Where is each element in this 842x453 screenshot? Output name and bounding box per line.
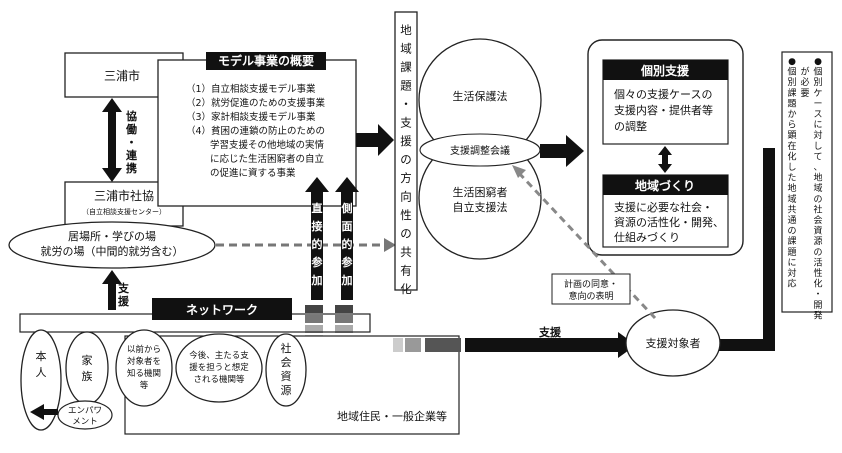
model-item: に応じた生活困窮者の自立 (210, 153, 324, 165)
model-item: （4）貧困の連鎖の防止のための (186, 125, 325, 137)
known-org-line: 以前から (127, 344, 161, 355)
empowerment-arrow (30, 404, 58, 420)
chiiki-line: 資源の活性化・開発、 (614, 215, 724, 229)
right-note-line: が必要 (800, 57, 809, 99)
shakai-shigen-label: 社会資源 (281, 341, 292, 397)
gradient-step (305, 305, 323, 313)
chokusetsu-arrow (305, 177, 329, 300)
honnin-ellipse (20, 329, 62, 431)
future-org-ellipse (175, 333, 263, 403)
chiiki-jumin-label: 地域住民・一般企業等 (337, 409, 447, 423)
ibasho-line2: 就労の場（中間的就労含む） (41, 244, 184, 258)
gradient-step (305, 315, 323, 323)
kobetsu-header: 個別支援 (640, 63, 690, 78)
ibasho-line1: 居場所・学びの場 (68, 229, 156, 243)
city-label: 三浦市 (104, 68, 140, 83)
doui-arrowhead (512, 165, 526, 178)
ibasho-ellipse (8, 221, 216, 269)
ibasho-arrowhead (384, 238, 396, 252)
kazoku-ellipse (65, 331, 109, 405)
model-item: （1）自立相談支援モデル事業 (186, 83, 316, 95)
chiiki-header: 地域づくり (635, 178, 695, 193)
empowerment-line: エンパワ (68, 406, 102, 416)
center-to-right-arrow (540, 135, 584, 167)
sokumen-arrow (335, 177, 359, 300)
future-org-line: 今後、主たる支 (189, 350, 249, 361)
taishosha-label: 支援対象者 (646, 336, 701, 350)
gradient-step (425, 338, 461, 352)
shien-right-label: 支援 (763, 204, 776, 233)
future-org-line: される機関等 (193, 374, 245, 385)
kobetsu-line: の調整 (614, 119, 647, 133)
council-name: 三浦市社協 (94, 188, 154, 203)
model-header-bg (206, 52, 326, 70)
vertical-box-label: 地域課題・支援の方向性の共有化 (400, 23, 412, 296)
chiiki-line: 支援に必要な社会・ (614, 200, 713, 214)
kobetsu-header-bg (603, 60, 728, 80)
honnin-label: 本人 (36, 349, 47, 379)
model-box (157, 59, 357, 207)
model-items: （1）自立相談支援モデル事業 （2）就労促進のための支援事業 （3）家計相談支援… (186, 83, 326, 179)
chokusetsu-label: 直接的参加 (311, 201, 324, 287)
right-note-box (781, 51, 833, 313)
kyodo-arrow (102, 98, 122, 182)
shien-bottom-arrow (465, 332, 636, 358)
kobetsu-chiiki-arrow (658, 146, 672, 173)
known-org-line: 知る機関 (127, 368, 161, 379)
known-org-ellipse (115, 329, 173, 407)
model-item: 学習支援その他地域の実情 (210, 139, 325, 151)
empowerment-line: メント (72, 417, 98, 427)
gradient-step (305, 325, 323, 333)
shakai-shigen-ellipse (265, 333, 307, 407)
gradient-step (393, 338, 403, 352)
future-org-line: 援を担うと想定 (189, 362, 249, 373)
doui-dashed-arrow (516, 170, 657, 320)
shien-left-label: 支援 (117, 281, 130, 308)
model-header: モデル事業の概要 (218, 53, 314, 68)
kyodo-label: 協働・連携 (125, 109, 138, 175)
empowerment-ellipse (57, 400, 113, 430)
chiiki-header-bg (603, 175, 728, 195)
chiiki-line: 仕組みづくり (614, 231, 680, 244)
right-note-line: ●個別課題から顕在化した地域共通の課題に対応 (787, 57, 796, 290)
taishosha-ellipse (625, 309, 721, 377)
doui-line: 計画の同意・ (564, 278, 618, 290)
model-item: （3）家計相談支援モデル事業 (186, 111, 316, 123)
model-item: （2）就労促進のための支援事業 (186, 97, 326, 109)
gradient-step (405, 338, 421, 352)
gradient-step (335, 305, 353, 313)
model-to-center-arrow (356, 124, 394, 156)
doui-box (551, 273, 631, 305)
right-note-line: ●個別ケースに対して、地域の社会資源の活性化・開発 (813, 57, 822, 321)
vertical-box (394, 11, 418, 291)
shien-left-arrow (102, 270, 122, 310)
shien-bottom-label: 支援 (538, 325, 562, 339)
known-org-line: 等 (140, 380, 149, 391)
kobetsu-line: 支援内容・提供者等 (614, 103, 713, 117)
konkyu-line: 自立支援法 (453, 200, 508, 214)
network-label: ネットワーク (186, 303, 258, 317)
doui-line: 意向の表明 (568, 290, 613, 302)
chosei-kaigi-label: 支援調整会議 (450, 144, 510, 157)
kazoku-label: 家族 (82, 353, 93, 383)
council-sub: （自立相談支援センター） (82, 207, 166, 216)
right-note: ●個別ケースに対して、地域の社会資源の活性化・開発 が必要 ●個別課題から顕在化し… (787, 57, 822, 321)
gradient-step (335, 315, 353, 323)
network-header-bg (152, 298, 292, 320)
model-item: の促進に資する事業 (210, 167, 296, 179)
konkyu-line: 生活困窮者 (453, 185, 508, 199)
sokumen-label: 側面的参加 (341, 201, 354, 287)
seikatsu-hogo-label: 生活保護法 (453, 89, 508, 103)
known-org-line: 対象者を (127, 356, 161, 367)
kobetsu-line: 個々の支援ケースの (614, 87, 712, 101)
gradient-step (335, 325, 353, 333)
